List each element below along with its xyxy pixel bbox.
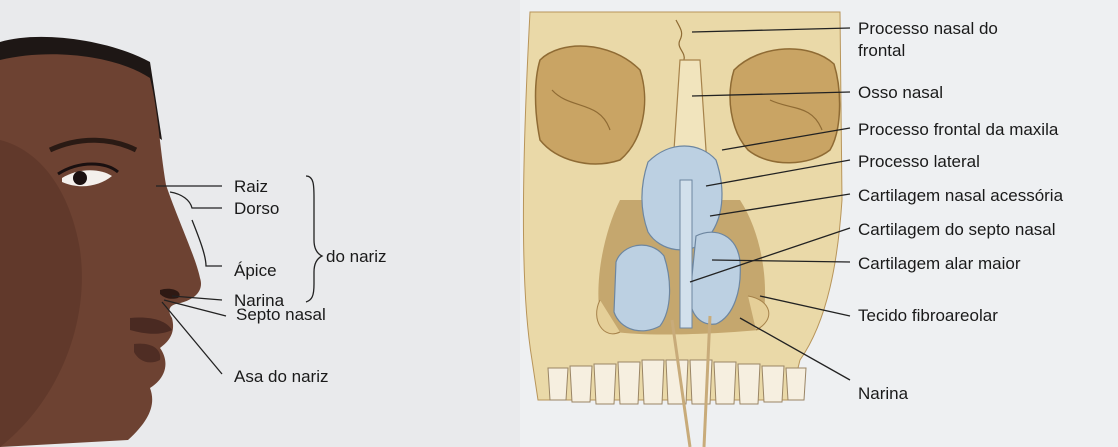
label-nostril-skull: Narina (858, 383, 908, 404)
label-accessory-cartilage: Cartilagem nasal acessória (858, 185, 1063, 206)
label-ala: Asa do nariz (234, 366, 329, 387)
label-frontal-process-line2: frontal (858, 40, 905, 61)
label-lateral-process: Processo lateral (858, 151, 980, 172)
label-root: Raiz (234, 176, 268, 197)
label-apex: Ápice (234, 260, 277, 281)
label-alar-cartilage: Cartilagem alar maior (858, 253, 1021, 274)
label-frontal-process-line1: Processo nasal do (858, 18, 998, 39)
skull-illustration (523, 12, 842, 447)
label-septal-cartilage: Cartilagem do septo nasal (858, 219, 1056, 240)
label-maxilla-process: Processo frontal da maxila (858, 119, 1058, 140)
label-nasal-septum: Septo nasal (236, 304, 326, 325)
label-dorsum: Dorso (234, 198, 279, 219)
label-of-nose: do nariz (326, 246, 386, 267)
label-nasal-bone: Osso nasal (858, 82, 943, 103)
label-fibroareolar: Tecido fibroareolar (858, 305, 998, 326)
